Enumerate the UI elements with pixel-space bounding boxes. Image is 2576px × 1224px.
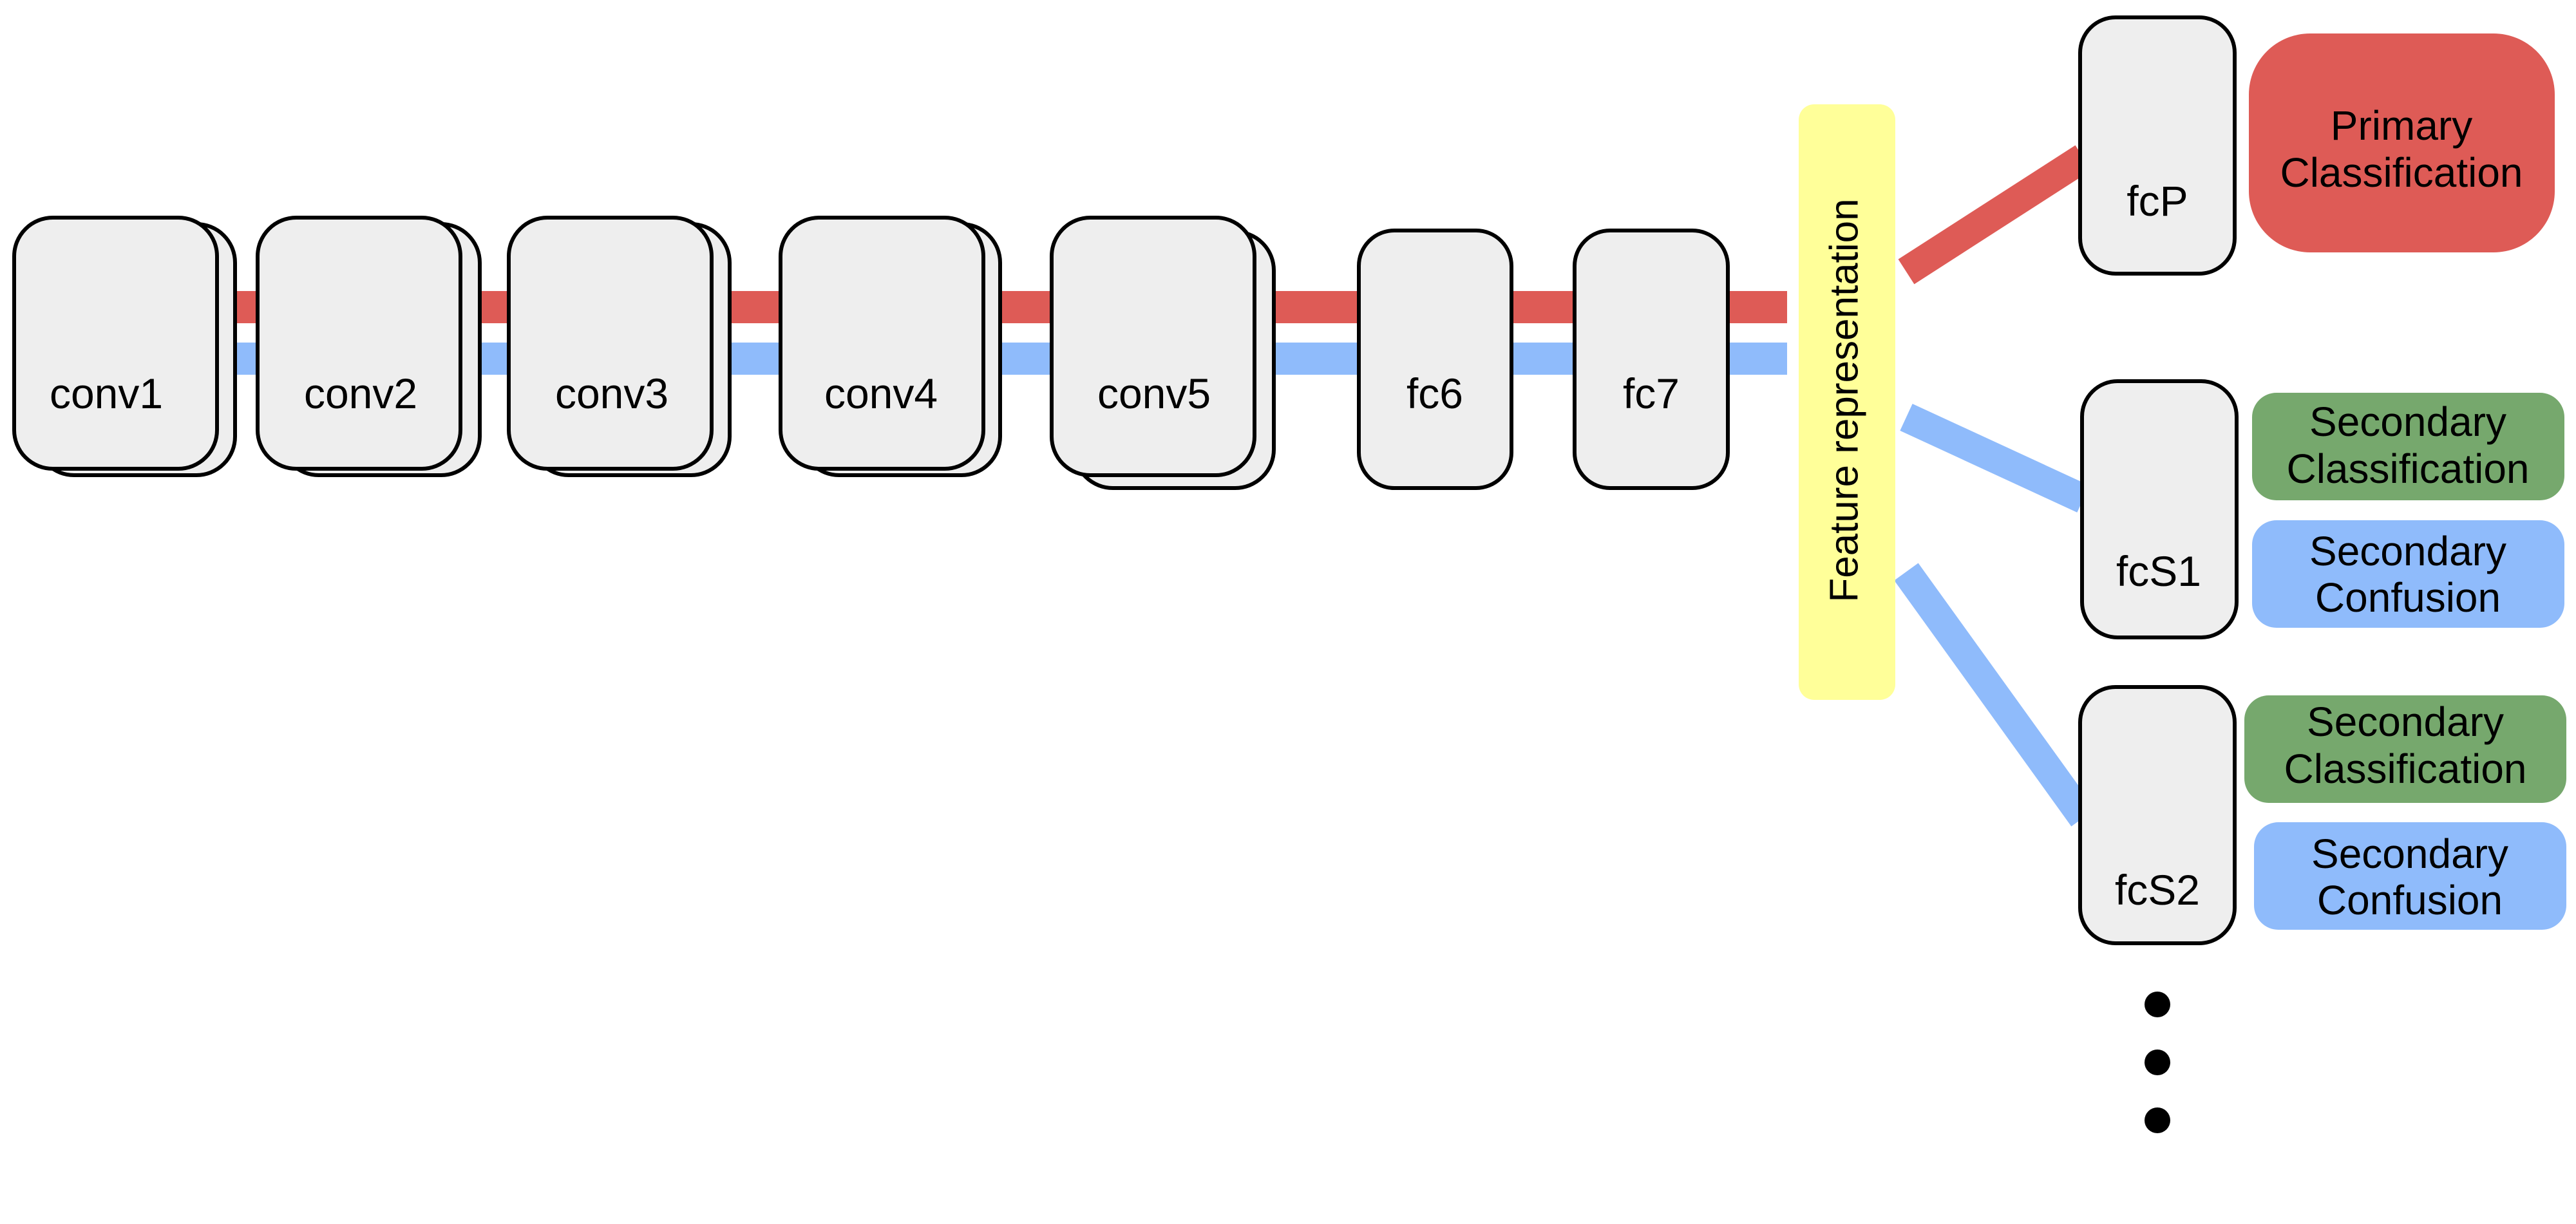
secondary-classification-1-line1: Secondary: [2309, 399, 2506, 445]
fc7-layer: fc7: [1573, 229, 1730, 490]
conv1-front-box: [12, 216, 219, 471]
secondary-confusion-1-line1: Secondary: [2309, 528, 2506, 574]
conv2-layer: conv2: [256, 216, 482, 477]
fcP-head: fcP: [2078, 15, 2237, 276]
secondary-confusion-2-line2: Confusion: [2317, 877, 2503, 923]
conv3-layer: conv3: [507, 216, 732, 477]
feature-representation-label: Feature representation: [1822, 198, 1866, 602]
secondary-classification-2-line1: Secondary: [2307, 699, 2504, 745]
secondary-confusion-box-1: [2252, 520, 2564, 628]
more-heads-ellipsis: [2145, 992, 2170, 1133]
secondary-confusion-2-line1: Secondary: [2311, 831, 2508, 877]
conv1-label: conv1: [50, 370, 163, 417]
fcS2-box: [2078, 685, 2237, 945]
conv4-layer: conv4: [779, 216, 1002, 477]
ellipsis-dot-3: [2145, 1107, 2170, 1133]
fc6-label: fc6: [1406, 370, 1463, 417]
fcS2-head: fcS2: [2078, 685, 2237, 945]
conv3-front-box: [507, 216, 714, 471]
head-connectors: [1894, 145, 2096, 827]
conv5-layer: conv5: [1050, 216, 1276, 490]
fc7-label: fc7: [1623, 370, 1680, 417]
connector-to-fcP: [1898, 145, 2092, 285]
conv5-front-box: [1050, 216, 1256, 477]
ellipsis-dot-2: [2145, 1050, 2170, 1075]
primary-classification-line2: Classification: [2280, 149, 2523, 196]
fcP-label: fcP: [2126, 177, 2188, 225]
feature-representation: Feature representation: [1799, 104, 1895, 700]
secondary-classification-box-1: [2252, 393, 2564, 500]
secondary-confusion-output-1: Secondary Confusion: [2252, 520, 2564, 628]
conv4-front-box: [779, 216, 985, 471]
fcP-box: [2078, 15, 2237, 276]
secondary-classification-output-1: Secondary Classification: [2252, 393, 2564, 500]
conv2-label: conv2: [304, 370, 417, 417]
secondary-classification-1-line2: Classification: [2286, 446, 2529, 492]
fc7-box: [1573, 229, 1730, 490]
secondary-classification-box-2: [2244, 695, 2566, 803]
fc6-layer: fc6: [1357, 229, 1513, 490]
fcS1-box: [2080, 379, 2239, 639]
fcS1-head: fcS1: [2080, 379, 2239, 639]
connector-to-fcS2: [1894, 563, 2096, 827]
conv4-label: conv4: [824, 370, 938, 417]
conv3-label: conv3: [555, 370, 668, 417]
secondary-confusion-1-line2: Confusion: [2315, 574, 2501, 621]
fcS1-label: fcS1: [2116, 547, 2201, 595]
primary-classification-output: Primary Classification: [2249, 33, 2555, 252]
secondary-classification-output-2: Secondary Classification: [2244, 695, 2566, 803]
conv2-front-box: [256, 216, 462, 471]
conv5-label: conv5: [1097, 370, 1211, 417]
ellipsis-dot-1: [2145, 992, 2170, 1017]
fcS2-label: fcS2: [2115, 866, 2200, 914]
secondary-confusion-output-2: Secondary Confusion: [2254, 822, 2566, 930]
secondary-classification-2-line2: Classification: [2284, 746, 2526, 792]
primary-classification-line1: Primary: [2331, 102, 2472, 149]
conv1-layer: conv1: [12, 216, 237, 477]
connector-to-fcS1: [1900, 404, 2090, 513]
feature-representation-bar: [1799, 104, 1895, 700]
fc6-box: [1357, 229, 1513, 490]
secondary-confusion-box-2: [2254, 822, 2566, 930]
primary-classification-box: [2249, 33, 2555, 252]
